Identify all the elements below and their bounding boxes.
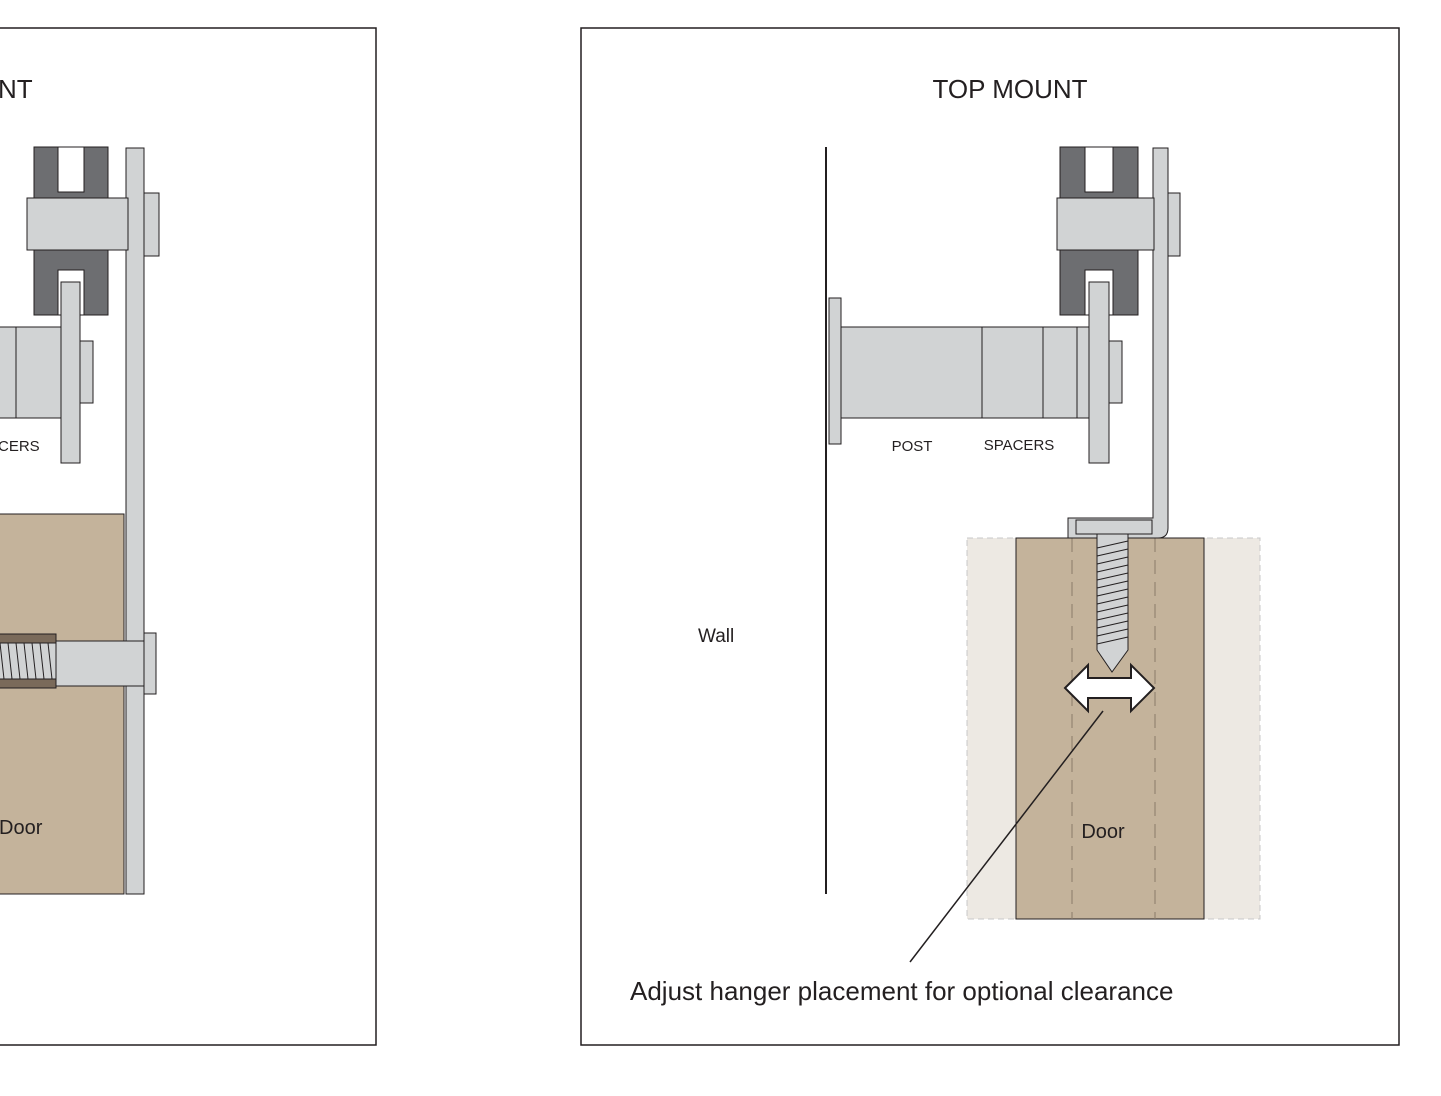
clearance-note: Adjust hanger placement for optional cle… xyxy=(630,976,1173,1006)
left-door xyxy=(0,513,125,895)
right-panel: TOP MOUNT Wall Door xyxy=(580,27,1400,1046)
left-spacers-label: CERS xyxy=(0,438,40,455)
post xyxy=(840,326,983,419)
right-hanger-strap xyxy=(1067,147,1169,539)
callout-leader-line xyxy=(909,710,1104,963)
right-axle-cap xyxy=(1167,192,1181,257)
post-label: POST xyxy=(892,438,933,455)
spacer-1 xyxy=(981,326,1044,419)
right-door-label: Door xyxy=(1081,821,1125,843)
left-axle-cap xyxy=(143,192,160,257)
left-bolt-sleeve xyxy=(55,640,145,687)
lag-screw xyxy=(1096,533,1129,673)
wall-label: Wall xyxy=(698,626,734,647)
spacers-label: SPACERS xyxy=(984,437,1055,454)
left-bolt-thread xyxy=(0,642,57,680)
left-door-label: Door xyxy=(0,817,43,839)
left-bolt-head xyxy=(143,632,157,695)
right-panel-frame xyxy=(580,27,1400,1046)
wall-flange xyxy=(828,297,842,445)
right-hanger-foot-plate xyxy=(1075,519,1153,535)
left-post xyxy=(0,326,17,419)
right-axle xyxy=(1056,197,1155,251)
left-bolt-thread-lines xyxy=(0,642,53,680)
left-hanger-strap xyxy=(125,147,145,895)
left-panel-title: NT xyxy=(0,74,33,104)
spacer-2 xyxy=(1042,326,1078,419)
spacer-plate xyxy=(1088,281,1110,464)
left-axle xyxy=(26,197,129,251)
left-spacer-nut xyxy=(79,340,94,404)
right-panel-title: TOP MOUNT xyxy=(932,74,1087,104)
left-panel: NT CERS xyxy=(0,27,377,1046)
left-spacer xyxy=(15,326,62,419)
spacer-3 xyxy=(1076,326,1090,419)
adjust-arrow-icon xyxy=(1063,662,1156,714)
left-panel-frame xyxy=(0,27,377,1046)
spacer-nut xyxy=(1108,340,1123,404)
left-spacer-plate xyxy=(60,281,81,464)
